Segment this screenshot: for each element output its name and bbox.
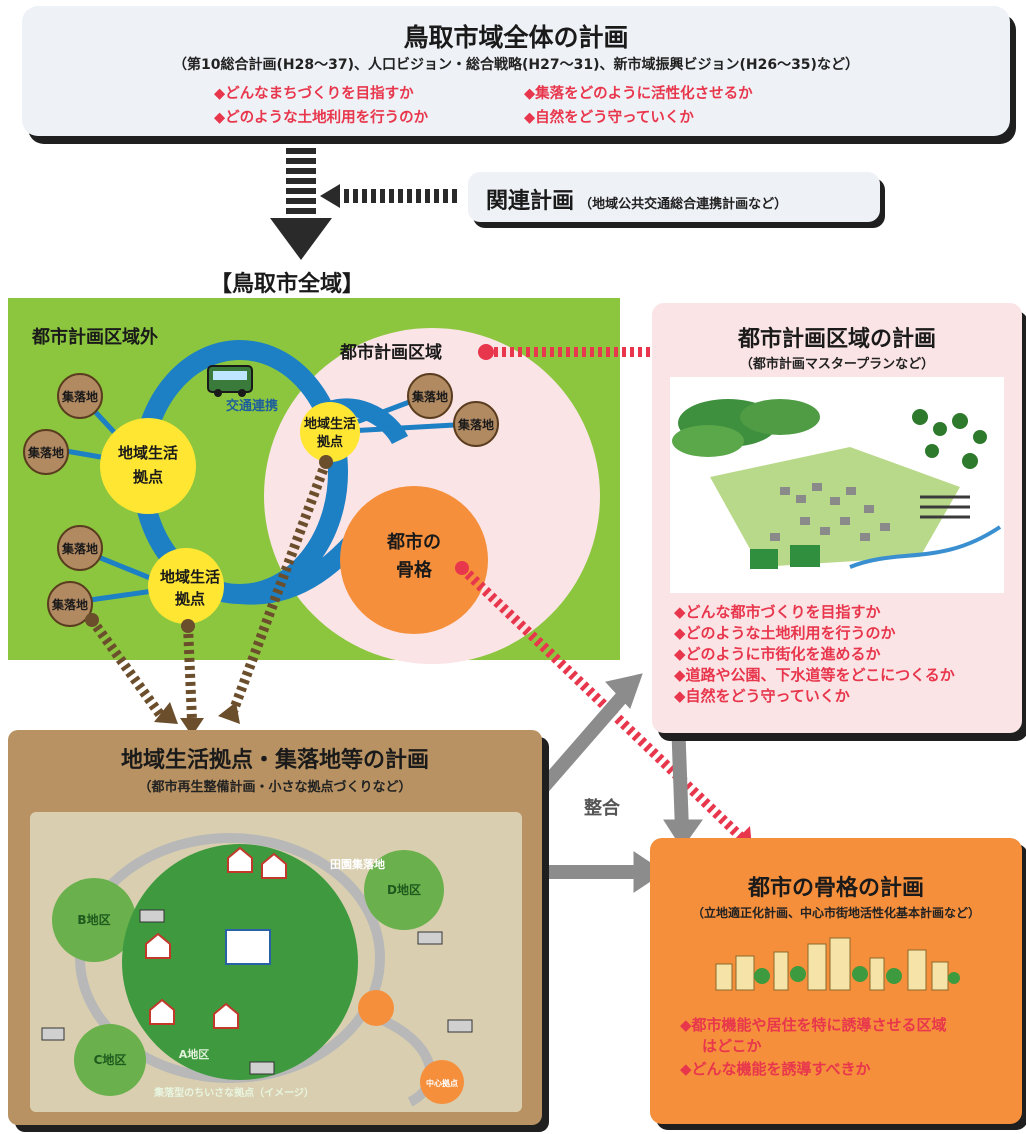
urban-core-question-1: ◆都市機能や居住を特に誘導させる区域: [680, 1016, 947, 1034]
hub-label-top: 地域生活: [118, 444, 178, 462]
small-hub-illustration: B地区 C地区 D地区 A地区 田園集落地 中心拠点 集落型のちいさな拠点（イメ…: [30, 812, 522, 1112]
urban-core-plan-subtitle: （立地適正化計画、中心市街地活性化基本計画など）: [691, 906, 980, 920]
svg-text:田園集落地: 田園集落地: [330, 857, 385, 871]
settlement-label: 集落地: [61, 389, 98, 404]
planning-area-plan-subtitle: （都市計画マスタープランなど）: [739, 357, 935, 372]
city-wide-label: 【鳥取市全域】: [210, 272, 365, 297]
planning-question-4: ◆道路や公園、下水道等をどこにつくるか: [674, 666, 955, 684]
planning-area-plan-title: 都市計画区域の計画: [737, 327, 936, 352]
svg-text:集落型のちいさな拠点（イメージ）: 集落型のちいさな拠点（イメージ）: [153, 1086, 314, 1099]
settlement-circle: [407, 373, 453, 419]
down-arrow: [270, 148, 332, 260]
school-icon: [225, 929, 271, 965]
settlement-circle: [453, 401, 499, 447]
citywide-plan-subtitle: （第10総合計画(H28～37)、人口ビジョン・総合戦略(H27～31)、新市域…: [173, 57, 859, 73]
citywide-plan-title: 鳥取市域全体の計画: [403, 23, 629, 52]
local-hub-plan-subtitle: （都市再生整備計画・小さな拠点づくりなど）: [138, 780, 412, 795]
settlement-circle: [23, 429, 69, 475]
settlement-circle: [47, 581, 93, 627]
bus-icon: [207, 365, 253, 397]
skyline-illustration: [715, 937, 960, 991]
citywide-question-1: ◆どんなまちづくりを目指すか: [214, 86, 414, 102]
hub-circle-2: [148, 548, 224, 624]
alignment-label: 整合: [584, 798, 620, 819]
svg-text:A地区: A地区: [179, 1047, 210, 1061]
planning-question-2: ◆どのような土地利用を行うのか: [674, 624, 896, 642]
hub-label-top: 地域生活: [160, 568, 220, 586]
planning-area-label: 都市計画区域: [339, 342, 442, 363]
svg-text:C地区: C地区: [94, 1052, 127, 1067]
settlement-label: 集落地: [27, 445, 64, 460]
hub-arrows: [87, 460, 331, 723]
svg-text:中心拠点: 中心拠点: [426, 1078, 458, 1088]
urban-core-plan-title: 都市の骨格の計画: [747, 876, 924, 901]
settlement-label: 集落地: [457, 417, 494, 432]
planning-question-5: ◆自然をどう守っていくか: [674, 687, 850, 705]
outside-planning-area-label: 都市計画区域外: [32, 327, 158, 348]
hub-circle-3: [300, 402, 360, 462]
district-b-circle: [52, 878, 136, 962]
citywide-plan-box: 鳥取市域全体の計画 （第10総合計画(H28～37)、人口ビジョン・総合戦略(H…: [22, 6, 1010, 136]
planning-question-3: ◆どのように市街化を進めるか: [674, 645, 881, 663]
planning-area-plan-box: 都市計画区域の計画 （都市計画マスタープランなど） ◆どんな都市づくりを目指すか…: [652, 303, 1022, 733]
district-d-circle: [364, 850, 444, 930]
urban-core-label-top: 都市の: [386, 531, 441, 553]
local-hub-plan-box: 地域生活拠点・集落地等の計画 （都市再生整備計画・小さな拠点づくりなど）: [8, 730, 542, 1125]
city-illustration: [670, 377, 1004, 593]
settlement-circle: [57, 373, 103, 419]
district-c-circle: [74, 1024, 146, 1096]
hub-label-bottom: 拠点: [133, 468, 163, 486]
svg-text:B地区: B地区: [77, 912, 110, 927]
related-plan-box: 関連計画 （地域公共交通総合連携計画など）: [468, 172, 880, 222]
urban-core-question-2: ◆どんな機能を誘導すべきか: [680, 1060, 871, 1078]
central-hub-circle: [420, 1060, 464, 1104]
urban-core-label-bottom: 骨格: [396, 559, 433, 581]
planning-question-1: ◆どんな都市づくりを目指すか: [674, 603, 881, 621]
related-plan-subtitle: （地域公共交通総合連携計画など）: [579, 197, 788, 212]
urban-core-plan-box: 都市の骨格の計画 （立地適正化計画、中心市街地活性化基本計画など） ◆都市機能や…: [650, 838, 1022, 1124]
urban-core-question-1-cont: はどこか: [702, 1037, 762, 1055]
settlement-label: 集落地: [61, 541, 98, 556]
citywide-question-3: ◆どのような土地利用を行うのか: [214, 110, 429, 126]
citywide-question-2: ◆集落をどのように活性化させるか: [524, 86, 753, 102]
related-plan-title: 関連計画: [486, 189, 575, 214]
hub-label-bottom: 拠点: [175, 590, 205, 608]
urban-core-circle: [340, 486, 488, 634]
settlement-circle: [57, 525, 103, 571]
hub-label-top: 地域生活: [304, 416, 356, 432]
citywide-question-4: ◆自然をどう守っていくか: [524, 110, 694, 126]
flow-arrows: [270, 148, 457, 260]
svg-text:D地区: D地区: [387, 882, 421, 897]
related-arrow: [320, 184, 457, 208]
settlement-label: 集落地: [51, 597, 88, 612]
local-hub-plan-title: 地域生活拠点・集落地等の計画: [120, 748, 429, 773]
hub-circle-1: [100, 418, 196, 514]
transit-label: 交通連携: [226, 398, 278, 414]
settlement-label: 集落地: [411, 389, 448, 404]
hub-label-bottom: 拠点: [317, 434, 343, 450]
